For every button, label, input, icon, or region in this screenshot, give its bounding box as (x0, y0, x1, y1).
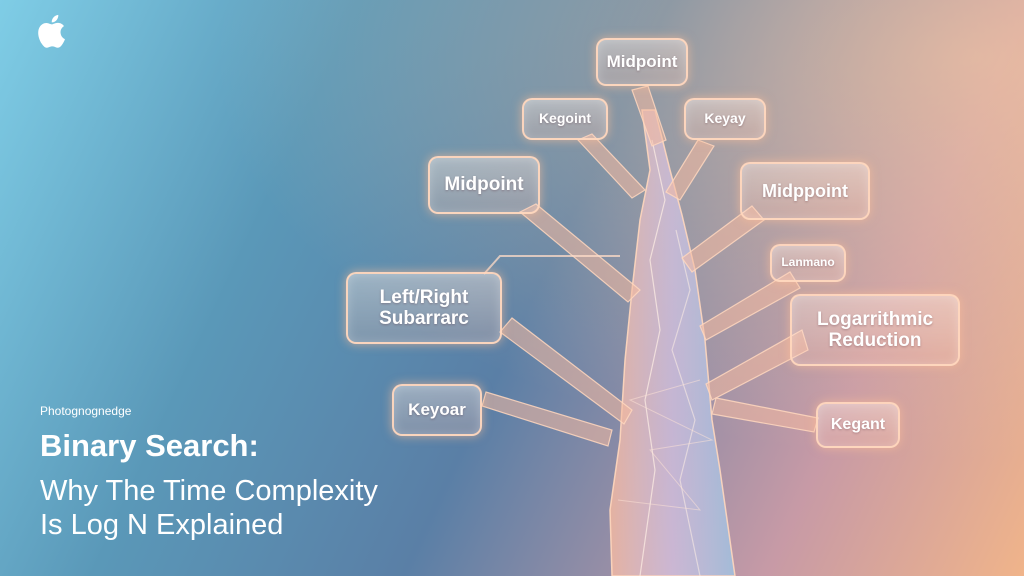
node-keyoar: Keyoar (392, 384, 482, 436)
apple-logo-icon (38, 14, 65, 48)
node-log-line2: Reduction (828, 330, 922, 351)
node-kegoint: Kegoint (522, 98, 608, 140)
node-lanmano: Lanmano (770, 244, 846, 282)
node-logarithmic-reduction: Logarrithmic Reduction (790, 294, 960, 366)
subtitle-line-2: Is Log N Explained (40, 509, 284, 541)
node-midpoint-top: Midpoint (596, 38, 688, 86)
video-title: Binary Search: (40, 428, 259, 463)
node-left-right-subarray: Left/Right Subarrarc (346, 272, 502, 344)
node-kegant: Kegant (816, 402, 900, 448)
subtitle-line-1: Why The Time Complexity (40, 475, 378, 507)
tree-trunk (609, 109, 736, 576)
node-left-right-line2: Subarrarc (379, 308, 469, 329)
node-log-line1: Logarrithmic (816, 308, 934, 330)
video-kicker: Photognognedge (40, 404, 132, 418)
node-left-right-line1: Left/Right (379, 286, 469, 308)
node-midppoint-right: Midppoint (740, 162, 870, 220)
node-keyay: Keyay (684, 98, 766, 140)
node-midpoint-left: Midpoint (428, 156, 540, 214)
video-subtitle: Why The Time Complexity Is Log N Explain… (40, 474, 378, 542)
